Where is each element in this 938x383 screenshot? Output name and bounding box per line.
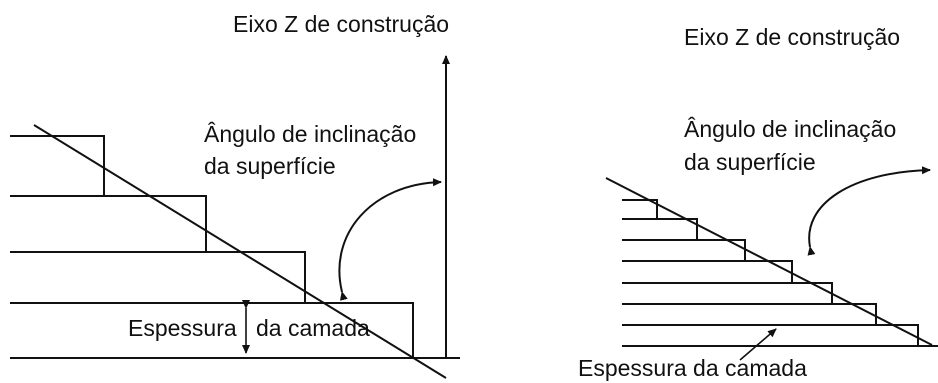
right-angle-label-line1: Ângulo de inclinação bbox=[684, 116, 896, 142]
left-thickness-label-a: Espessura bbox=[128, 315, 237, 341]
left-layer-2 bbox=[10, 195, 207, 252]
right-layer-steps bbox=[622, 199, 938, 347]
right-layer-3 bbox=[622, 239, 746, 261]
right-layer-7 bbox=[622, 324, 919, 346]
left-thickness-label-b: da camada bbox=[256, 315, 370, 341]
left-layer-4 bbox=[10, 302, 414, 358]
right-layer-4 bbox=[622, 260, 793, 283]
right-angle-arc-arrow bbox=[807, 166, 931, 256]
left-panel: Eixo Z de construção Ângulo de inclinaçã… bbox=[10, 11, 460, 379]
left-inclined-surface bbox=[33, 124, 447, 379]
right-layer-5 bbox=[622, 282, 833, 304]
left-angle-label-line1: Ângulo de inclinação bbox=[204, 121, 416, 147]
right-layer-6 bbox=[622, 303, 877, 325]
right-panel: Eixo Z de construção Ângulo de inclinaçã… bbox=[578, 24, 938, 381]
right-thickness-pointer bbox=[739, 328, 777, 361]
right-thickness-label: Espessura da camada bbox=[578, 355, 807, 381]
left-axis-label: Eixo Z de construção bbox=[233, 11, 449, 37]
left-layer-3 bbox=[10, 251, 306, 303]
right-layer-2 bbox=[622, 218, 698, 240]
left-angle-label-line2: da superfície bbox=[204, 153, 336, 179]
right-layer-1 bbox=[622, 199, 658, 219]
left-angle-arc-arrow bbox=[338, 178, 442, 301]
left-layer-1 bbox=[10, 135, 105, 196]
right-angle-label-line2: da superfície bbox=[684, 149, 816, 175]
right-inclined-surface bbox=[605, 177, 933, 346]
right-axis-label: Eixo Z de construção bbox=[684, 24, 900, 50]
left-layer-steps bbox=[10, 135, 460, 359]
